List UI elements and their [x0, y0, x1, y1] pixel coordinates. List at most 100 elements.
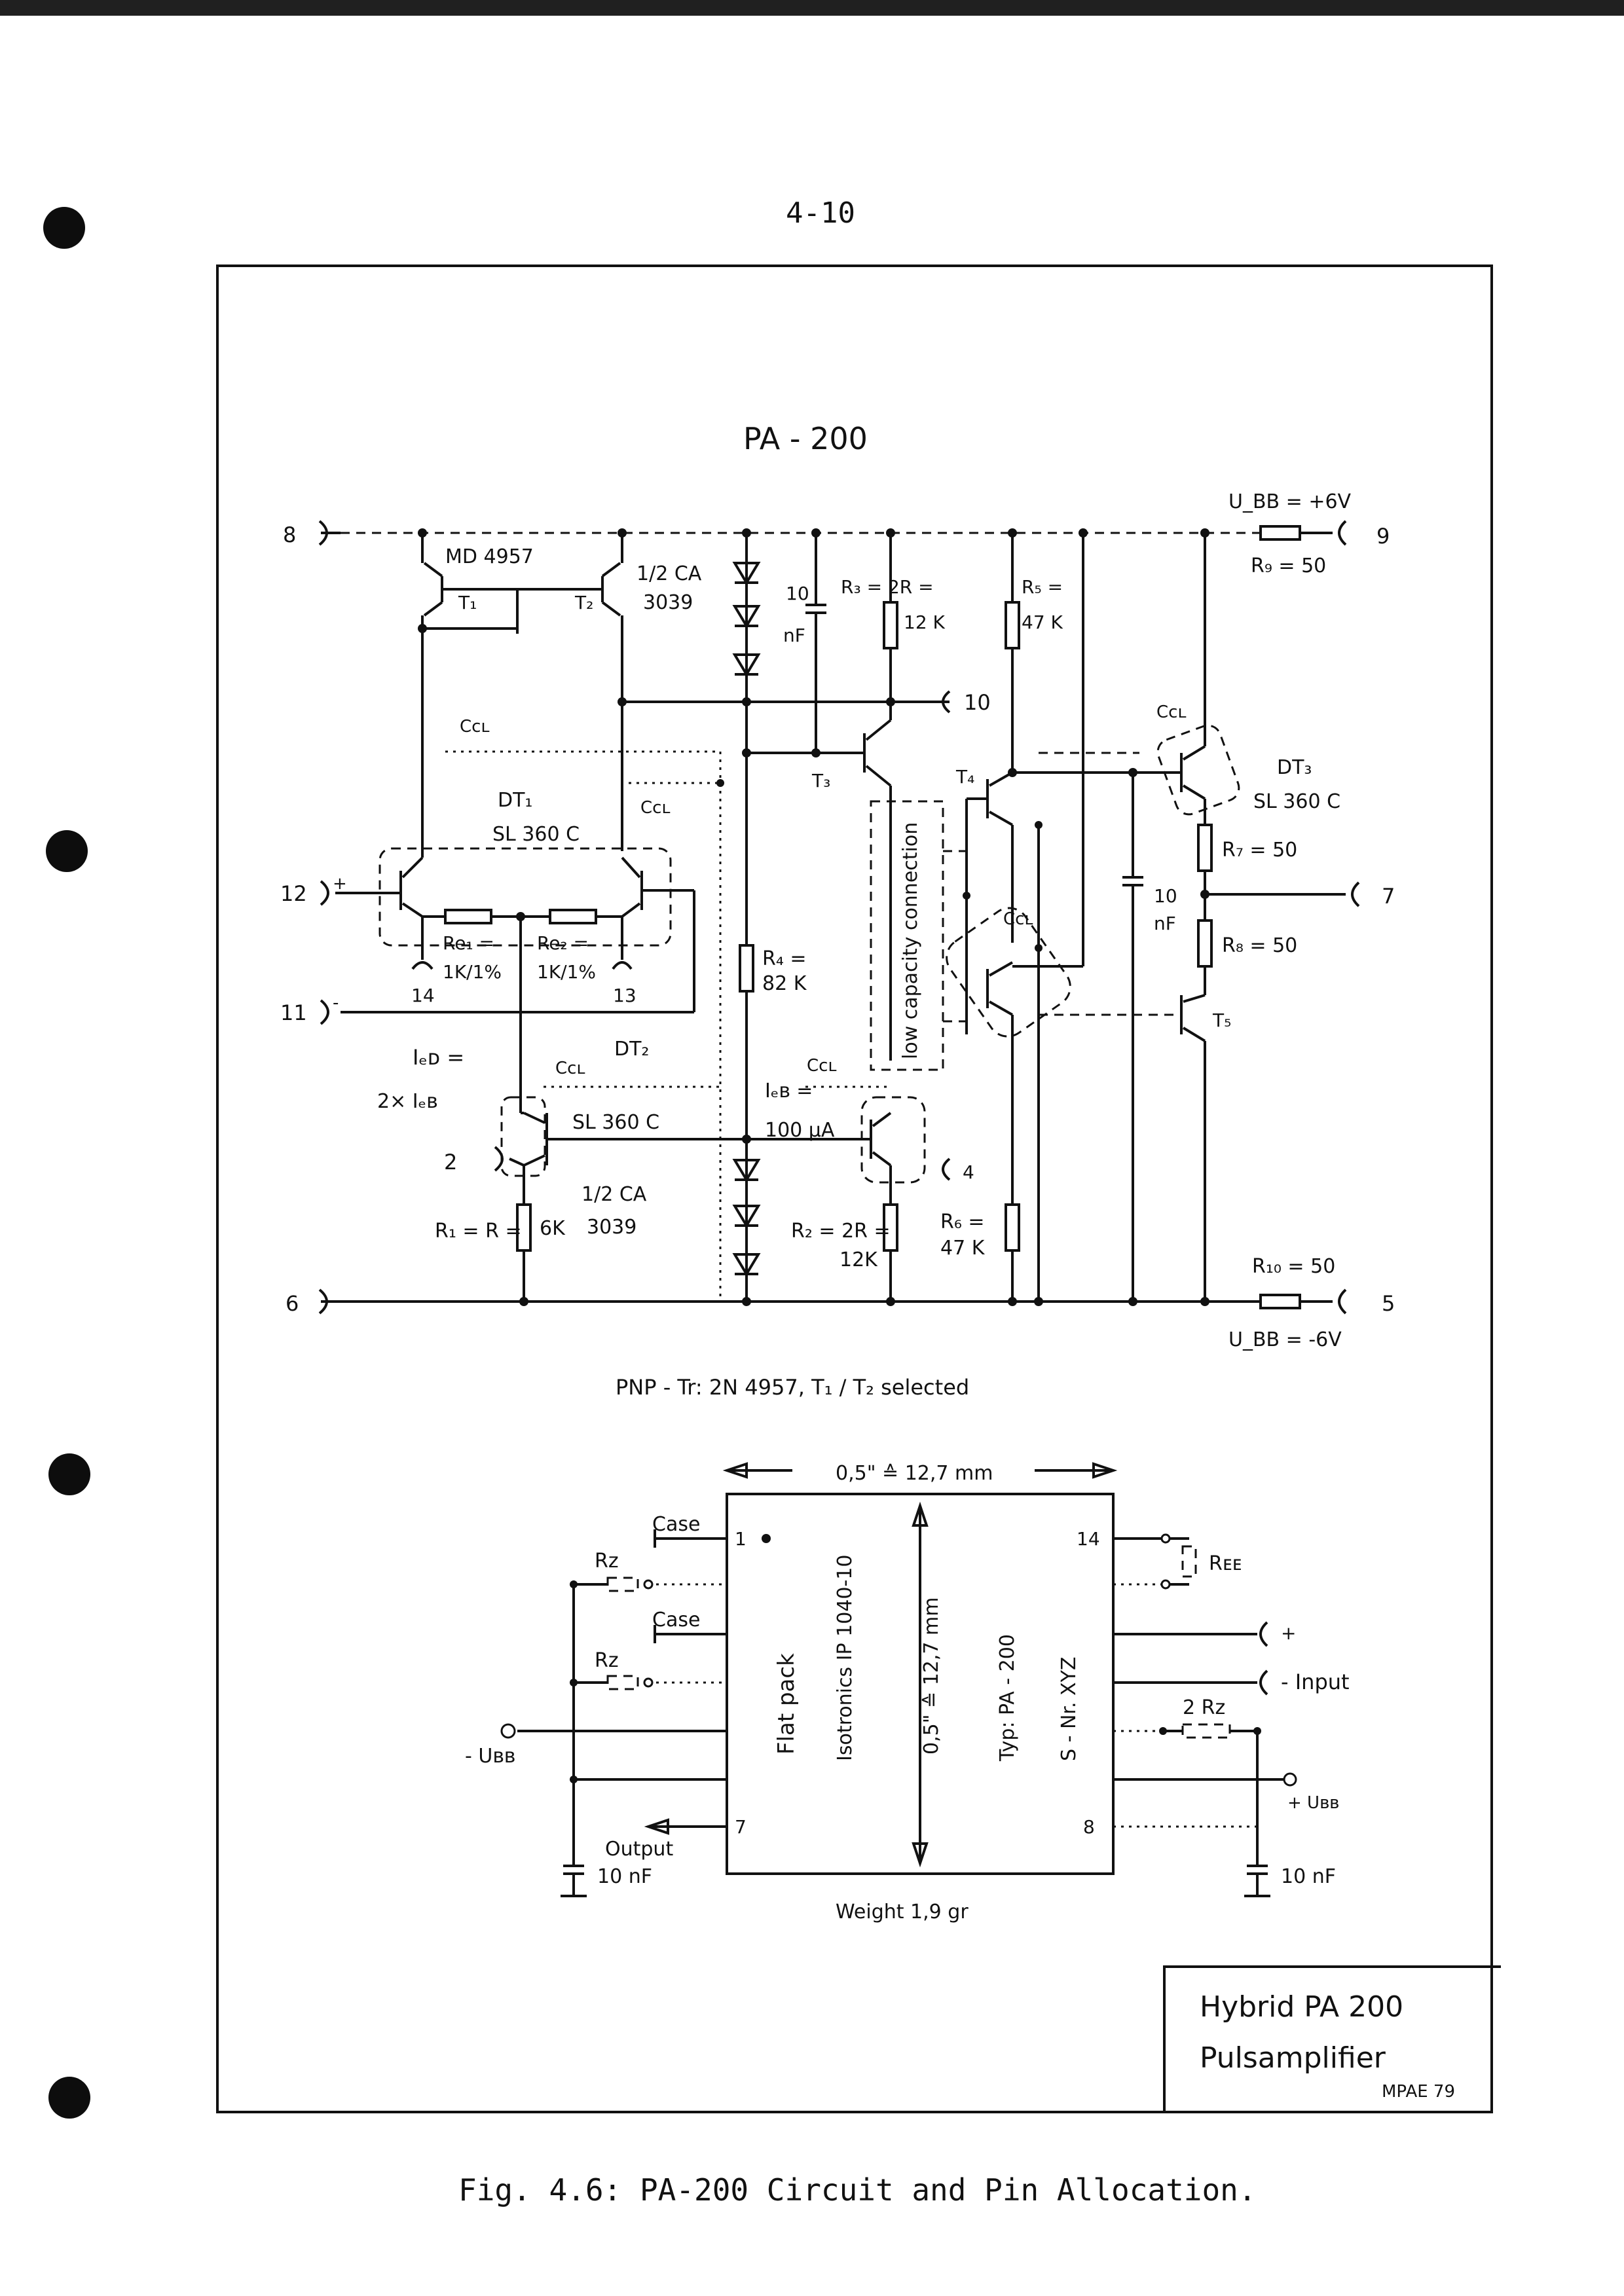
ccl-label-6: Cᴄʟ — [807, 1056, 837, 1076]
ca-top-line1: 1/2 CA — [637, 562, 702, 585]
r4-value: 82 K — [762, 972, 807, 995]
minus-ubb-label: - Uʙʙ — [465, 1745, 515, 1768]
ieb-label: Iₑʙ = — [765, 1080, 813, 1102]
rz-label-2: Rz — [595, 1649, 619, 1672]
pin-6-label: 6 — [286, 1291, 299, 1316]
pin-2-terminal — [494, 1146, 504, 1172]
rz-label-1: Rz — [595, 1550, 619, 1573]
t3-label: T₃ — [811, 770, 830, 792]
ca-bottom-line1: 1/2 CA — [581, 1183, 647, 1206]
cap-right-label: 10 nF — [1281, 1865, 1336, 1888]
dt2-type: SL 360 C — [572, 1111, 659, 1134]
rz-resistor-2 — [606, 1675, 639, 1690]
rz-resistor-1 — [606, 1576, 639, 1592]
ree-label: Rᴇᴇ — [1209, 1552, 1242, 1575]
pin-8-pkg-label: 8 — [1083, 1816, 1095, 1838]
ree-resistor — [1181, 1545, 1197, 1578]
re1-label: Re₁ = — [443, 932, 494, 954]
two-rz-label: 2 Rz — [1183, 1696, 1225, 1719]
pin-9-label: 9 — [1376, 524, 1390, 549]
r6-value: 47 K — [940, 1237, 986, 1260]
r1-label: R₁ = R = — [435, 1220, 522, 1243]
r2-value: 12K — [840, 1248, 878, 1271]
r7-label: R₇ = 50 — [1222, 839, 1297, 862]
r10-label: R₁₀ = 50 — [1252, 1255, 1335, 1278]
page-number: 4-10 — [786, 196, 855, 230]
cap-10nf-unit: nF — [783, 625, 805, 646]
binder-hole-1 — [43, 207, 85, 249]
pin-12-terminal — [320, 880, 329, 906]
r5-value: 47 K — [1022, 611, 1063, 633]
diode-4 — [732, 1159, 761, 1182]
pin-10-label: 10 — [964, 690, 991, 715]
pin-12-label: 12 — [280, 881, 307, 906]
output-arrow — [644, 1818, 669, 1835]
resistor-r9 — [1259, 525, 1301, 541]
type-label: Typ: PA - 200 — [996, 1634, 1019, 1762]
package-height-label: 0,5" ≙ 12,7 mm — [920, 1597, 943, 1755]
ca-bottom-line2: 3039 — [587, 1216, 637, 1239]
circuit-title: PA - 200 — [743, 421, 868, 456]
pin-5-terminal — [1338, 1288, 1347, 1315]
supply-pos-label: U_BB = +6V — [1228, 490, 1352, 513]
binder-hole-2 — [46, 830, 88, 872]
ccl-label-5: Cᴄʟ — [1156, 702, 1187, 722]
resistor-r7 — [1197, 824, 1213, 872]
r6-label: R₆ = — [940, 1211, 985, 1233]
pin-7-terminal — [1351, 881, 1360, 907]
pin-8-label: 8 — [283, 522, 296, 547]
pin-14-terminal — [411, 961, 434, 970]
pin-11-sign: - — [333, 993, 339, 1013]
dt3-type: SL 360 C — [1253, 790, 1340, 813]
figure-caption: Fig. 4.6: PA-200 Circuit and Pin Allocat… — [458, 2172, 1257, 2208]
pin-7-pkg-label: 7 — [735, 1816, 747, 1838]
ccl-label-4: Cᴄʟ — [1003, 909, 1033, 929]
resistor-r8 — [1197, 919, 1213, 968]
pnp-note: PNP - Tr: 2N 4957, T₁ / T₂ selected — [616, 1375, 969, 1400]
supply-neg-label: U_BB = -6V — [1228, 1328, 1342, 1351]
ied-value: 2× Iₑʙ — [377, 1090, 438, 1113]
ccl-label-1: Cᴄʟ — [460, 717, 490, 737]
title-block-line1: Hybrid PA 200 — [1200, 1990, 1404, 2024]
serial-label: S - Nr. XYZ — [1058, 1657, 1080, 1761]
r8-label: R₈ = 50 — [1222, 934, 1297, 957]
title-block-ref: MPAE 79 — [1382, 2082, 1456, 2102]
pin-11-terminal — [320, 999, 329, 1025]
diode-5 — [732, 1205, 761, 1228]
pin-1-label: 1 — [735, 1528, 747, 1550]
case-label-1: Case — [652, 1513, 700, 1536]
pin-13-label: 13 — [613, 985, 637, 1006]
pin-14-pkg-label: 14 — [1077, 1528, 1100, 1550]
dt1-type: SL 360 C — [492, 823, 580, 846]
t4-label: T₄ — [955, 766, 974, 788]
pin-4-terminal — [942, 1157, 951, 1181]
re2-value: 1K/1% — [537, 961, 596, 983]
plus-input-label: + — [1281, 1622, 1296, 1644]
dt3-outline — [1156, 724, 1240, 816]
low-capacity-label: low capacity connection — [899, 822, 922, 1059]
r4-label: R₄ = — [762, 947, 807, 970]
minus-ubb-terminal — [500, 1723, 516, 1739]
dt3-label: DT₃ — [1277, 756, 1312, 779]
t5-label: T₅ — [1212, 1010, 1231, 1031]
pin-14-label: 14 — [411, 985, 435, 1006]
resistor-r4 — [739, 944, 754, 993]
ccl-label-2: Cᴄʟ — [640, 798, 671, 818]
pin-7-label: 7 — [1382, 884, 1395, 909]
plus-ubb-terminal — [1283, 1772, 1297, 1787]
r9-label: R₉ = 50 — [1251, 555, 1326, 577]
t4-pair-outline — [946, 907, 1071, 1038]
isotronics-label: Isotronics IP 1040-10 — [834, 1555, 857, 1761]
cap-left-label: 10 nF — [597, 1865, 652, 1888]
pin-11-label: 11 — [280, 1000, 307, 1025]
dt2-label: DT₂ — [614, 1038, 649, 1061]
re1-value: 1K/1% — [443, 961, 502, 983]
case-label-2: Case — [652, 1609, 700, 1631]
title-block — [1163, 1965, 1501, 2112]
pin-12-sign: + — [333, 874, 347, 894]
r3-label: R₃ = 2R = — [841, 576, 934, 598]
ied-label: Iₑᴅ = — [413, 1045, 464, 1070]
ccl-label-3: Cᴄʟ — [555, 1059, 585, 1078]
diode-3 — [732, 653, 761, 677]
